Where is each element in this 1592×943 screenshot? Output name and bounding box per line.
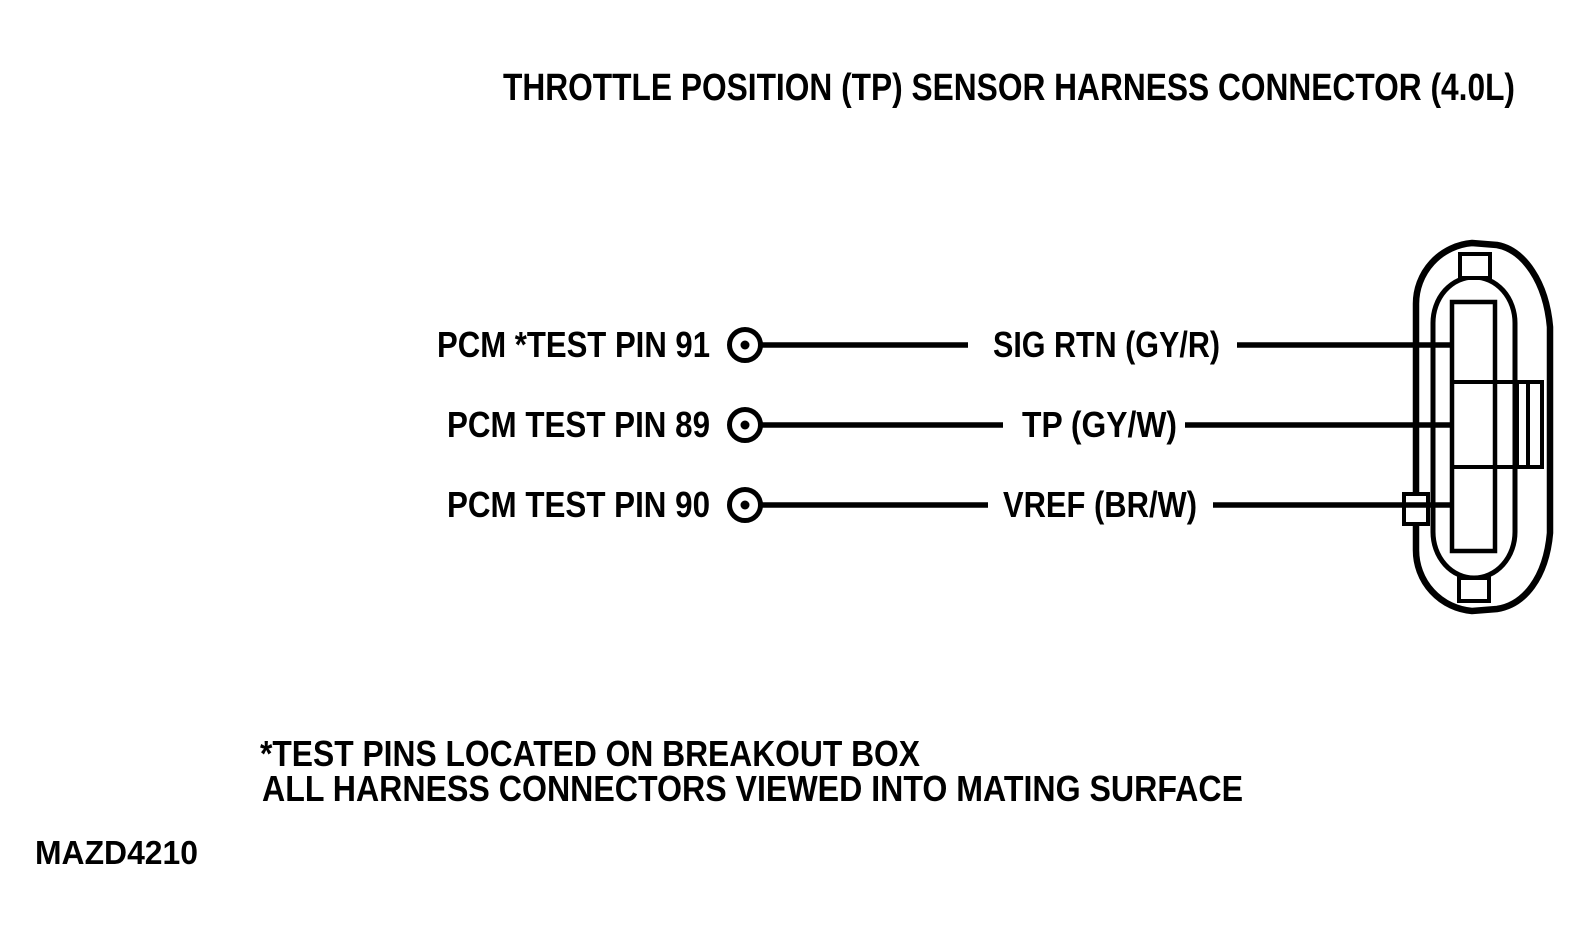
pcm-test-pin-91-label: PCM *TEST PIN 91: [437, 324, 710, 365]
sig-rtn-wire-label: SIG RTN (GY/R): [993, 324, 1220, 365]
test-point-symbol-row2: [727, 407, 763, 443]
connector-pin-block: [1449, 299, 1498, 554]
vref-wire-label: VREF (BR/W): [1003, 484, 1197, 525]
note-test-pins: *TEST PINS LOCATED ON BREAKOUT BOX: [260, 733, 920, 774]
test-point-dot-icon: [740, 340, 750, 350]
connector-side-notch: [1402, 492, 1430, 526]
test-point-dot-icon: [740, 500, 750, 510]
note-mating-surface: ALL HARNESS CONNECTORS VIEWED INTO MATIN…: [262, 768, 1243, 809]
tp-wire-label: TP (GY/W): [1022, 404, 1177, 445]
pcm-test-pin-90-label: PCM TEST PIN 90: [447, 484, 710, 525]
connector-bottom-key-tab: [1457, 576, 1491, 603]
test-point-symbol-row1: [727, 327, 763, 363]
figure-id: MAZD4210: [35, 834, 198, 871]
connector-top-key-tab: [1458, 252, 1492, 280]
test-point-symbol-row3: [727, 487, 763, 523]
test-point-dot-icon: [740, 420, 750, 430]
pcm-test-pin-89-label: PCM TEST PIN 89: [447, 404, 710, 445]
diagram-title: THROTTLE POSITION (TP) SENSOR HARNESS CO…: [503, 67, 1515, 109]
